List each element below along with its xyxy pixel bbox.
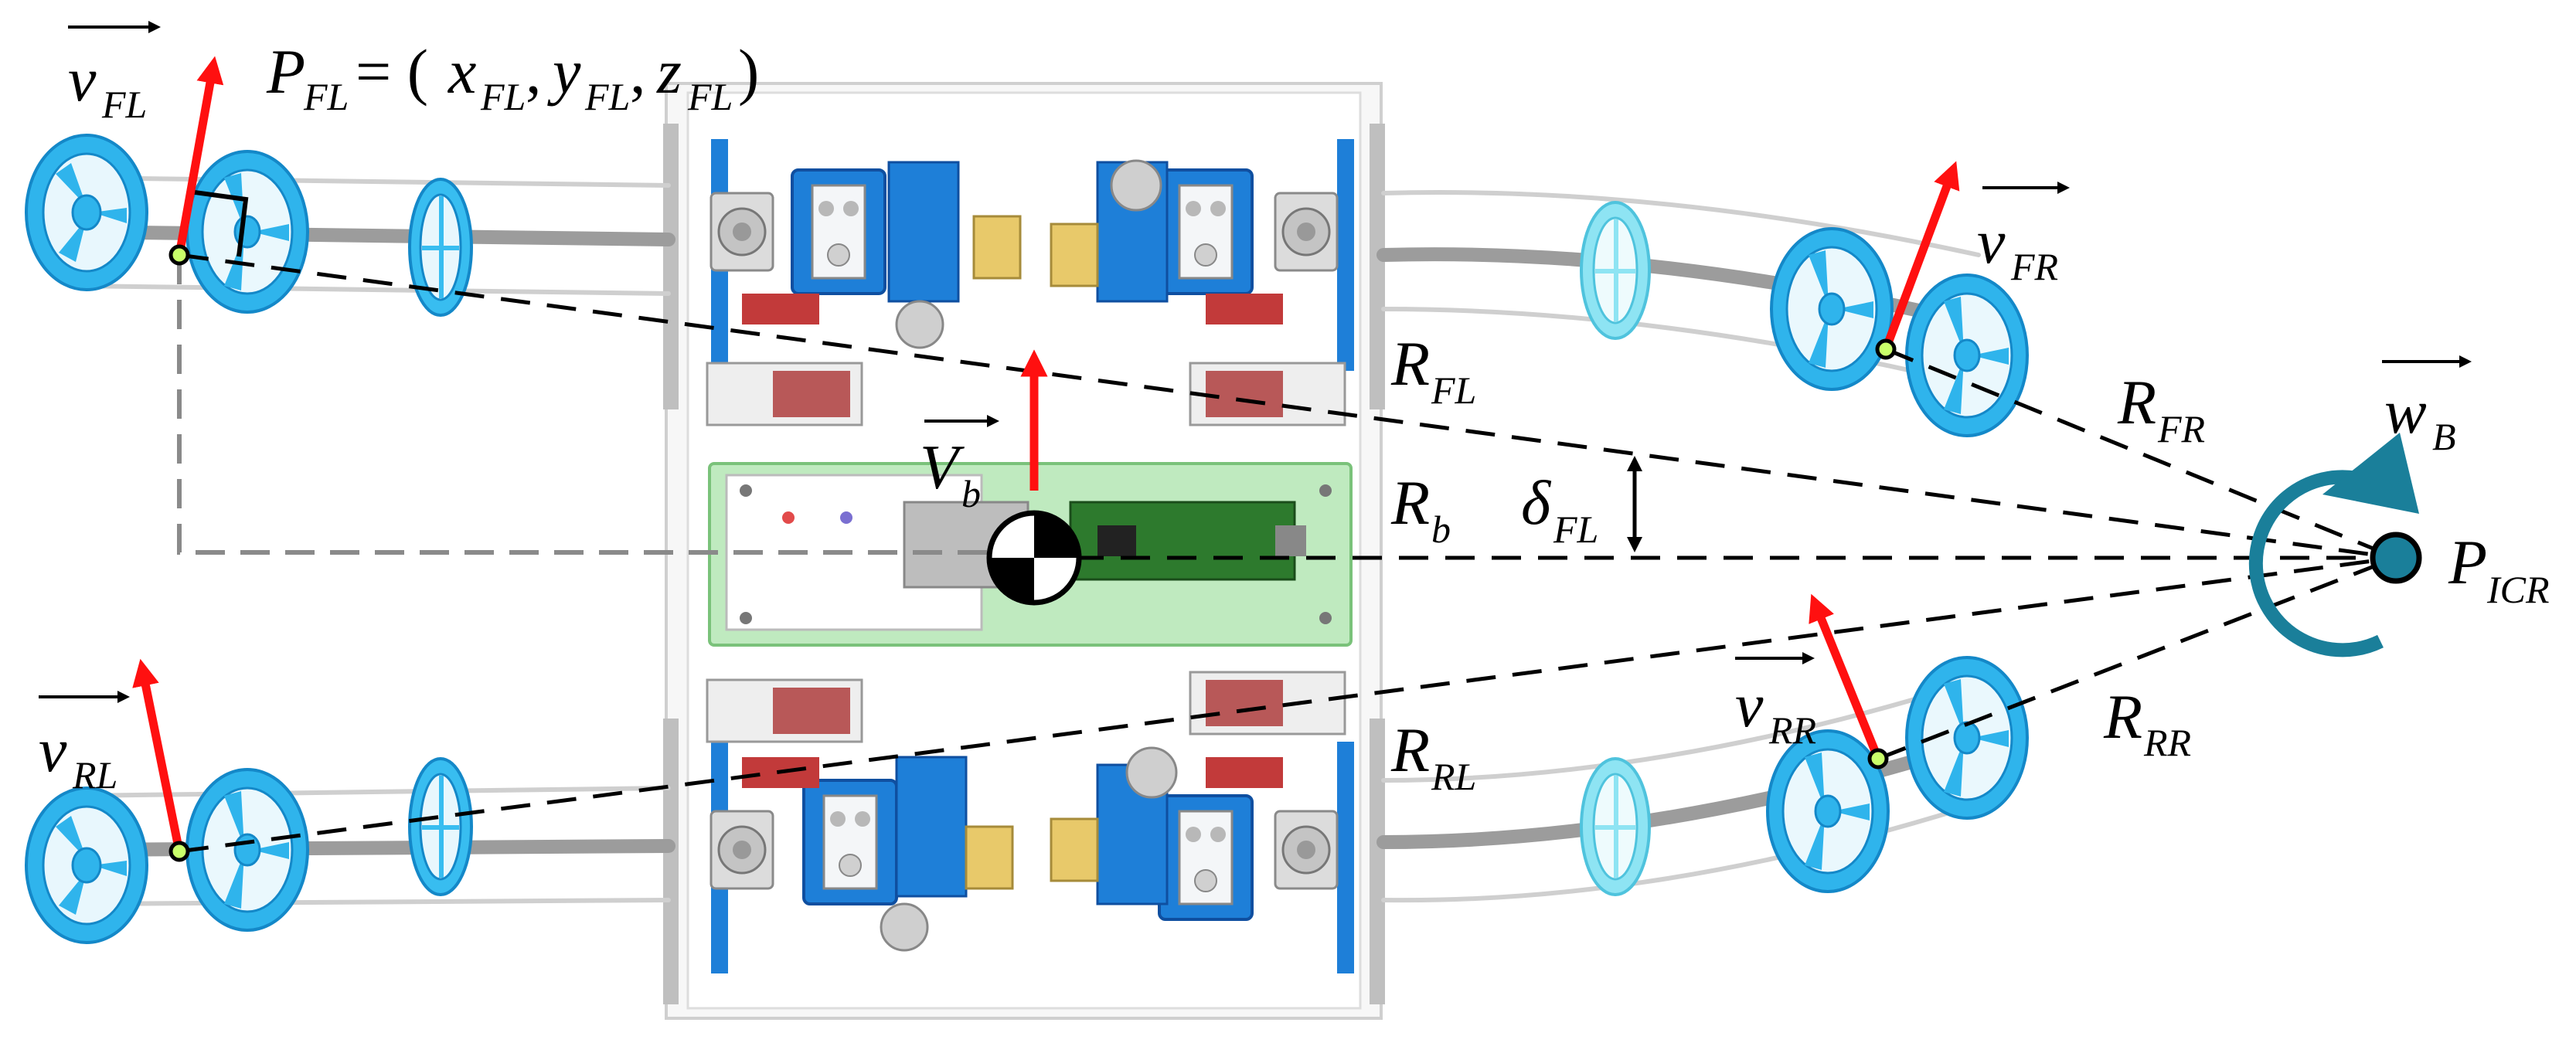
label-v-fl: v FL [68,44,147,126]
svg-text:): ) [738,36,759,107]
svg-text:R: R [1390,715,1430,785]
svg-text:P: P [266,36,305,107]
svg-text:b: b [961,472,981,515]
velocity-fl-arrow [175,56,224,256]
velocity-rr-arrow [1809,593,1883,761]
label-r-b: R b [1390,467,1451,551]
svg-text:FL: FL [101,83,147,126]
center-of-mass-icon [986,510,1082,606]
front-left-module [710,161,1022,349]
svg-text:R: R [2117,367,2156,437]
radius-rl-line [179,555,2397,854]
velocity-rl-arrow [132,658,184,853]
label-r-fr: R FR [2117,367,2205,450]
svg-text:b: b [1431,508,1451,551]
label-v-b: V b [920,432,981,515]
svg-text:FR: FR [2010,245,2058,288]
svg-text:FL: FL [1553,508,1598,551]
rotation-arrowhead-icon [2322,433,2419,514]
svg-text:,: , [630,36,646,107]
icr-point [2248,433,2422,657]
velocity-arrows [132,56,1960,853]
svg-text:RR: RR [1768,708,1816,752]
svg-text:RR: RR [2143,721,2191,764]
front-right-module [1050,159,1339,324]
svg-text:RL: RL [1431,755,1476,798]
svg-text:ICR: ICR [2486,568,2550,611]
svg-text:x: x [447,36,476,107]
wheel-rear-right [1580,656,2029,896]
svg-text:P: P [2448,527,2487,597]
vector-overbars [39,21,2472,703]
svg-text:V: V [920,432,965,502]
svg-text:,: , [526,36,542,107]
velocity-fr-arrow [1881,161,1960,351]
svg-text:v: v [39,715,67,785]
label-r-fl: R FL [1390,328,1476,412]
geometry-lines [177,189,2397,854]
svg-text:FL: FL [303,75,349,118]
svg-text:v: v [1977,206,2006,277]
svg-text:z: z [656,36,682,107]
svg-text:FR: FR [2157,407,2205,450]
svg-text:y: y [547,36,581,107]
wheel-front-right [1580,201,2029,437]
svg-text:R: R [1390,328,1430,399]
radius-fl-line [179,253,2397,560]
svg-text:FL: FL [480,75,526,118]
svg-text:B: B [2432,415,2456,458]
svg-text:w: w [2384,376,2427,447]
svg-text:v: v [1735,670,1764,740]
label-w-b: w B [2384,376,2456,458]
label-p-fl: P FL = ( x FL , y FL , z FL ) [266,36,759,118]
contact-points [168,244,1897,862]
svg-text:FL: FL [1431,369,1476,412]
svg-text:R: R [1390,467,1430,538]
svg-text:R: R [2103,681,2142,752]
label-p-icr: P ICR [2448,527,2550,611]
rear-right-module [1050,746,1339,921]
rear-left-module [710,756,1014,952]
label-r-rr: R RR [2103,681,2191,764]
label-v-fr: v FR [1977,206,2058,288]
svg-text:RL: RL [72,753,117,797]
svg-text:FL: FL [584,75,630,118]
svg-text:v: v [68,44,97,114]
leg-rods [70,175,1986,906]
svg-text:δ: δ [1521,467,1552,538]
svg-text:FL: FL [687,75,733,118]
connectors-upper [706,362,1346,426]
label-v-rl: v RL [39,715,117,797]
label-v-rr: v RR [1735,670,1816,752]
label-delta-fl: δ FL [1521,467,1598,551]
svg-text:= (: = ( [356,36,428,107]
label-r-rl: R RL [1390,715,1476,798]
connectors-lower [706,671,1346,743]
